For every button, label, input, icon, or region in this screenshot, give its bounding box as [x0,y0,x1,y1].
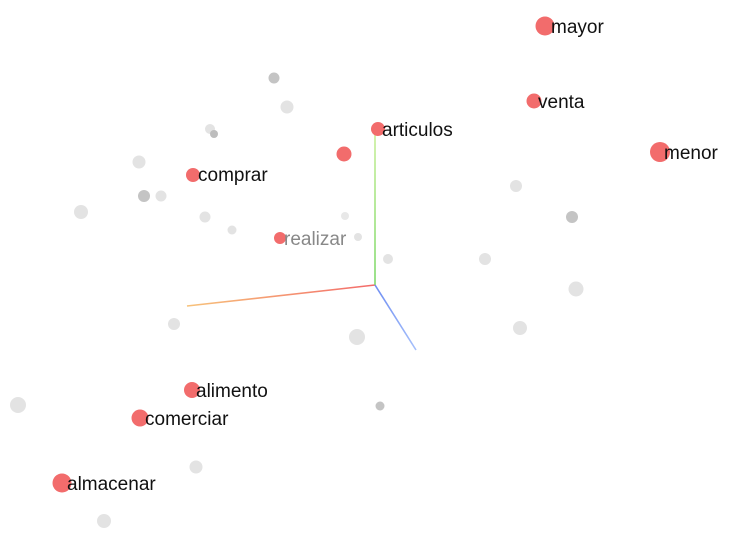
neighbor-point[interactable] [375,401,385,411]
coordinate-axes [186,130,417,351]
neighbor-point[interactable] [132,155,146,169]
neighbor-point[interactable] [268,72,280,84]
neighbor-point[interactable] [199,211,211,223]
label-menor[interactable]: menor [664,143,719,164]
point-venta[interactable] [526,93,542,109]
point-realizar[interactable] [274,232,286,244]
label-mayor[interactable]: mayor [551,17,604,38]
neighbor-point[interactable] [566,211,578,223]
point-comprar[interactable] [186,168,200,182]
neighbor-point[interactable] [479,253,491,265]
point-articulos[interactable] [371,122,385,136]
neighbor-point[interactable] [383,254,393,264]
neighbor-point[interactable] [138,190,150,202]
neighbor-point[interactable] [155,190,167,202]
label-comprar[interactable]: comprar [198,165,268,186]
neighbor-point[interactable] [168,318,180,330]
z-axis-line [374,284,417,351]
neighbor-point[interactable] [510,180,522,192]
point-alimento[interactable] [184,382,200,398]
point-almacenar[interactable] [52,473,72,493]
neighbor-point[interactable] [341,212,349,220]
neighbor-point[interactable] [354,233,362,241]
neighbor-point[interactable] [189,460,203,474]
neighbor-point[interactable] [227,225,237,235]
label-venta[interactable]: venta [538,92,585,113]
point-unlabeled[interactable] [336,146,352,162]
point-comerciar[interactable] [131,409,149,427]
x-axis-line [186,284,376,307]
point-menor[interactable] [650,142,670,162]
neighbor-point[interactable] [513,321,527,335]
point-labels: mayor venta articulos menor comprar real… [67,17,719,495]
label-comerciar[interactable]: comerciar [145,409,229,430]
neighbor-point[interactable] [210,130,218,138]
point-mayor[interactable] [535,16,555,36]
neighbor-point[interactable] [568,281,584,297]
neighbor-point[interactable] [74,205,88,219]
neighbor-point[interactable] [10,397,26,413]
label-almacenar[interactable]: almacenar [67,474,156,495]
label-articulos[interactable]: articulos [382,120,453,141]
neighbor-point[interactable] [349,329,365,345]
label-realizar[interactable]: realizar [284,229,347,250]
neighbor-point[interactable] [280,100,294,114]
label-alimento[interactable]: alimento [196,381,268,402]
neighbor-points [10,72,584,528]
highlighted-points [52,16,670,493]
neighbor-point[interactable] [97,514,111,528]
